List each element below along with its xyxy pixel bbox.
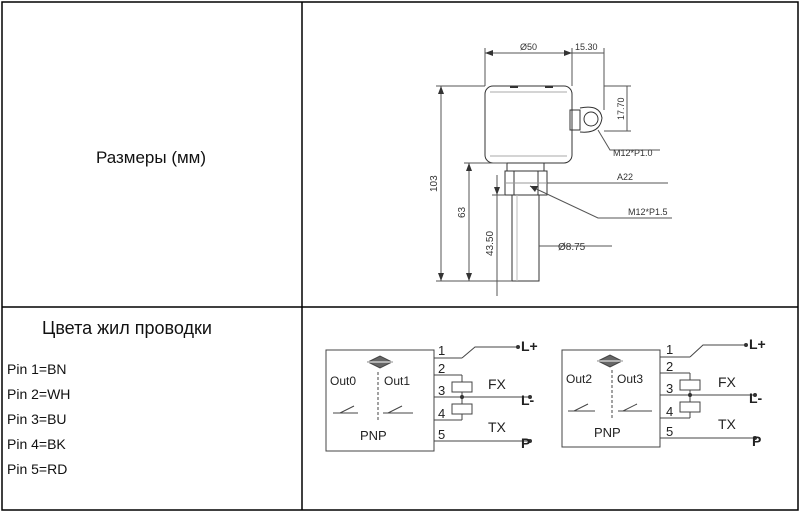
pin-1-label: Pin 1=BN	[7, 361, 67, 377]
pin-num-4-left: 4	[438, 406, 445, 421]
wiring-diagrams: Out0 Out1 PNP 1 2 3 4 5 L+ FX L- TX P	[325, 336, 766, 452]
sensor-symbol-icon	[366, 355, 394, 369]
dim-h103: 103	[429, 175, 440, 192]
pin-num-5-left: 5	[438, 427, 445, 442]
pin-num-2-right: 2	[666, 359, 673, 374]
wiring-diagram-left	[325, 346, 530, 452]
out3-label: Out3	[617, 372, 643, 386]
dim-h63: 63	[457, 206, 468, 218]
pin-num-1-left: 1	[438, 343, 445, 358]
dim-w1530: 15.30	[575, 42, 598, 52]
dimensions-title: Размеры (мм)	[95, 148, 207, 167]
sensor-symbol-icon	[596, 354, 624, 368]
lplus-label-right: L+	[749, 336, 766, 352]
dimension-drawing: Ø50 15.30 17.70 M12*P1.0 A22 M12*P1.5 Ø8…	[429, 42, 672, 296]
dim-h1770: 17.70	[616, 97, 626, 120]
pin-num-3-right: 3	[666, 381, 673, 396]
dimension-lines	[436, 48, 672, 296]
pnp-label-right: PNP	[594, 425, 621, 440]
lminus-label-right: L-	[749, 390, 763, 406]
dim-thread1: M12*P1.0	[613, 148, 653, 158]
pin-3-label: Pin 3=BU	[7, 411, 67, 427]
tx-label-left: TX	[488, 419, 507, 435]
pin-5-label: Pin 5=RD	[7, 461, 68, 477]
pin-2-label: Pin 2=WH	[7, 386, 71, 402]
lplus-label-left: L+	[521, 338, 538, 354]
sensor-body	[484, 85, 603, 282]
out2-label: Out2	[566, 372, 592, 386]
dimension-arrows	[438, 50, 572, 281]
wiring-diagram-right	[561, 344, 755, 448]
lminus-label-left: L-	[521, 392, 535, 408]
pin-num-2-left: 2	[438, 361, 445, 376]
pin-4-label: Pin 4=BK	[7, 436, 66, 452]
out0-label: Out0	[330, 374, 356, 388]
dim-d50: Ø50	[520, 42, 537, 52]
tx-label-right: TX	[718, 416, 737, 432]
fx-label-right: FX	[718, 374, 737, 390]
pnp-label-left: PNP	[360, 428, 387, 443]
wiring-right-nodes	[688, 343, 757, 440]
out1-label: Out1	[384, 374, 410, 388]
fx-label-left: FX	[488, 376, 507, 392]
p-label-left: P	[521, 435, 530, 451]
dim-h4350: 43.50	[485, 231, 496, 256]
wiring-left-nodes	[460, 345, 532, 443]
dim-a22: A22	[617, 172, 633, 182]
pin-num-5-right: 5	[666, 424, 673, 439]
dim-thread2: M12*P1.5	[628, 207, 668, 217]
p-label-right: P	[752, 433, 761, 449]
pin-num-4-right: 4	[666, 404, 673, 419]
wire-colors-title: Цвета жил проводки	[42, 318, 212, 338]
pin-num-3-left: 3	[438, 383, 445, 398]
pin-num-1-right: 1	[666, 342, 673, 357]
dim-d875: Ø8.75	[558, 242, 586, 253]
